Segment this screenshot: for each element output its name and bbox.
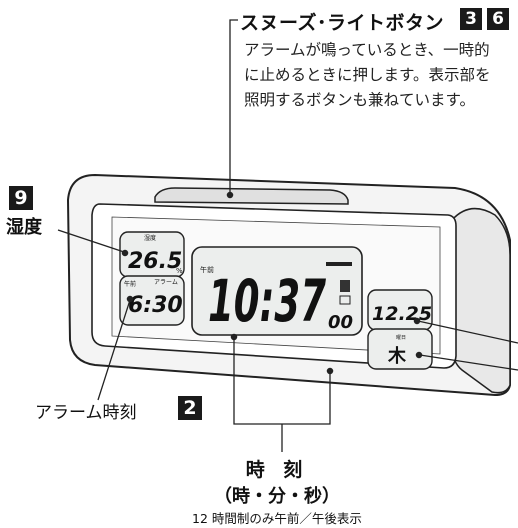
weekday-callout-dot bbox=[415, 351, 423, 359]
clock-side bbox=[451, 207, 511, 394]
humidity-badge: 9 bbox=[9, 186, 33, 210]
alarm-ampm: 午前 bbox=[124, 280, 136, 288]
snooze-desc-line-1: アラームが鳴っているとき、一時的 bbox=[244, 41, 490, 59]
alarm-header: アラーム bbox=[154, 279, 178, 286]
snooze-badge-2: 6 bbox=[487, 8, 509, 30]
signal-icon bbox=[340, 280, 350, 292]
main-lcd bbox=[191, 246, 363, 336]
main-ampm: 午前 bbox=[200, 265, 214, 274]
callout-lines bbox=[57, 19, 518, 452]
humidity-value: 26.5 bbox=[128, 249, 182, 274]
snooze-desc-line-2: に止めるときに押します。表示部を bbox=[244, 66, 491, 84]
snooze-badge-1: 3 bbox=[460, 8, 482, 30]
date-callout-dot bbox=[413, 317, 421, 325]
weekday-header: 曜日 bbox=[396, 335, 406, 341]
battery-icon bbox=[339, 295, 351, 305]
snooze-callout-dot bbox=[226, 191, 234, 199]
alarm-lcd bbox=[119, 275, 185, 326]
main-seconds: 00 bbox=[328, 312, 353, 333]
humidity-header: 湿度 bbox=[144, 234, 156, 242]
snooze-callout-line bbox=[229, 19, 238, 192]
humidity-unit: % bbox=[176, 267, 183, 275]
time-heading: 時 刻 bbox=[245, 459, 309, 481]
weekday-lcd bbox=[367, 328, 433, 370]
alarm-time-label: アラーム時刻 bbox=[35, 403, 137, 423]
time-callout-dot-left bbox=[230, 333, 238, 341]
humidity-callout-dot bbox=[121, 249, 129, 257]
alarm-time: 6:30 bbox=[128, 293, 183, 318]
snooze-desc-line-3: 照明するボタンも兼ねています。 bbox=[244, 91, 475, 109]
alarm-callout-dot bbox=[126, 295, 134, 303]
indicator-strip bbox=[326, 262, 352, 266]
time-subheading: （時・分・秒） bbox=[214, 486, 340, 507]
time-note: 12 時間制のみ午前／午後表示 bbox=[192, 511, 362, 526]
weekday-value: 木 bbox=[387, 345, 407, 367]
snooze-title: スヌーズ･ライトボタン bbox=[240, 12, 445, 34]
time-callout-dot-right bbox=[326, 367, 334, 375]
snooze-button-shape bbox=[154, 187, 349, 205]
weekday-callout-line bbox=[419, 354, 518, 371]
humidity-callout-line bbox=[57, 229, 125, 253]
alarm-badge: 2 bbox=[178, 396, 202, 420]
humidity-label: 湿度 bbox=[6, 217, 42, 238]
main-time: 10:37 bbox=[208, 267, 326, 335]
date-callout-line bbox=[417, 320, 518, 344]
alarm-callout-line bbox=[97, 299, 131, 401]
snooze-description: アラームが鳴っているとき、一時的 に止めるときに押します。表示部を 照明するボタ… bbox=[244, 38, 514, 113]
